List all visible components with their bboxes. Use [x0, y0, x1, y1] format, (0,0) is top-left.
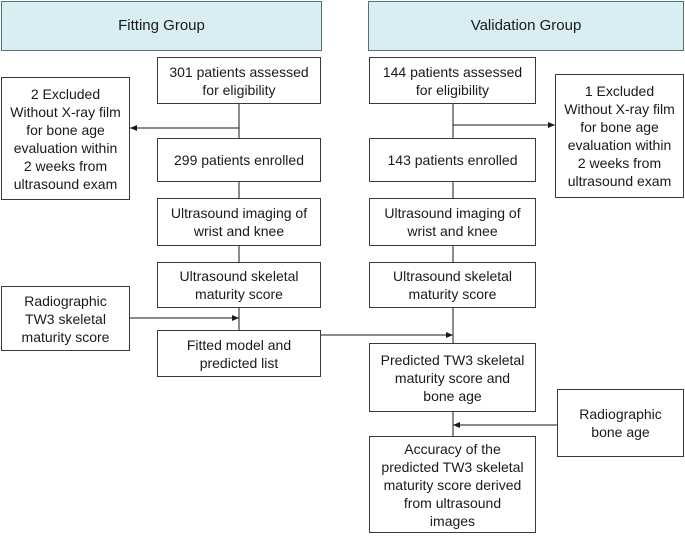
validation-imaging-label: Ultrasound imaging of wrist and knee — [384, 205, 521, 239]
radiographic-tw3-box: Radiographic TW3 skeletal maturity score — [1, 286, 130, 351]
accuracy-box: Accuracy of the predicted TW3 skeletal m… — [369, 436, 536, 533]
predicted-tw3-label: Predicted TW3 skeletal maturity score an… — [380, 351, 525, 404]
fitting-assessed-box: 301 patients assessed for eligibility — [157, 57, 321, 104]
validation-enrolled-box: 143 patients enrolled — [369, 138, 536, 182]
validation-assessed-label: 144 patients assessed for eligibility — [382, 63, 523, 98]
fitted-model-box: Fitted model and predicted list — [157, 330, 321, 377]
validation-skeletal-score-box: Ultrasound skeletal maturity score — [369, 262, 536, 308]
accuracy-label: Accuracy of the predicted TW3 skeletal m… — [381, 440, 524, 529]
fitting-excluded-label: 2 Excluded Without X-ray film for bone a… — [10, 85, 121, 192]
validation-enrolled-label: 143 patients enrolled — [387, 152, 518, 168]
validation-group-header: Validation Group — [368, 1, 684, 51]
radiographic-bone-age-label: Radiographic bone age — [579, 406, 662, 440]
validation-skeletal-score-label: Ultrasound skeletal maturity score — [392, 268, 513, 302]
fitting-skeletal-score-box: Ultrasound skeletal maturity score — [157, 262, 321, 308]
radiographic-bone-age-box: Radiographic bone age — [557, 389, 684, 457]
fitting-excluded-box: 2 Excluded Without X-ray film for bone a… — [1, 77, 130, 200]
validation-imaging-box: Ultrasound imaging of wrist and knee — [369, 198, 536, 246]
fitting-group-header-label: Fitting Group — [118, 17, 205, 34]
radiographic-tw3-label: Radiographic TW3 skeletal maturity score — [21, 292, 110, 345]
fitting-enrolled-label: 299 patients enrolled — [174, 152, 304, 168]
validation-group-header-label: Validation Group — [470, 17, 582, 34]
fitting-imaging-label: Ultrasound imaging of wrist and knee — [170, 205, 308, 239]
fitting-enrolled-box: 299 patients enrolled — [157, 138, 321, 182]
validation-assessed-box: 144 patients assessed for eligibility — [369, 57, 536, 104]
fitting-group-header: Fitting Group — [1, 1, 322, 51]
predicted-tw3-box: Predicted TW3 skeletal maturity score an… — [369, 343, 536, 412]
fitting-skeletal-score-label: Ultrasound skeletal maturity score — [179, 268, 299, 302]
fitting-imaging-box: Ultrasound imaging of wrist and knee — [157, 198, 321, 246]
fitting-assessed-label: 301 patients assessed for eligibility — [169, 63, 309, 98]
fitted-model-label: Fitted model and predicted list — [186, 336, 292, 371]
validation-excluded-label: 1 Excluded Without X-ray film for bone a… — [564, 83, 675, 189]
validation-excluded-box: 1 Excluded Without X-ray film for bone a… — [555, 74, 684, 198]
